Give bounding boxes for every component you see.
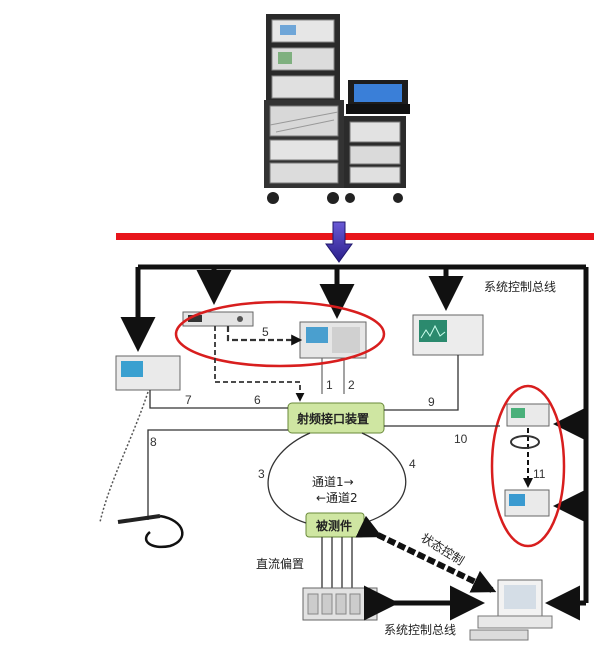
rf-interface-box	[287, 402, 385, 434]
cable-loop-icon	[510, 435, 540, 449]
rf-interface-label: 射频接口装置	[296, 411, 369, 426]
link-label-7: 7	[185, 393, 192, 407]
channel-2-label: ←通道2	[316, 491, 358, 505]
dc-bias-label: 直流偏置	[256, 556, 304, 571]
status-control-label: 状态控制	[418, 531, 466, 568]
channel-1-label: 通道1→	[312, 475, 354, 489]
network-analyzer-instrument-icon	[506, 403, 550, 427]
link-label-11: 11	[533, 467, 546, 481]
system-bus-label-top: 系统控制总线	[484, 280, 556, 294]
link-label-6: 6	[254, 393, 261, 407]
calibration-instrument-icon	[504, 489, 550, 517]
highlight-oval-calibration	[490, 384, 566, 548]
status-control-arrow	[355, 515, 497, 593]
spectrum-analyzer-center-instrument-icon	[299, 321, 367, 394]
computer-icon	[469, 579, 553, 641]
power-meter-instrument-icon	[115, 355, 181, 391]
link-label-8: 8	[150, 435, 157, 449]
system-control-bus	[120, 264, 589, 621]
dc-bias-supply-icon	[302, 587, 378, 621]
down-arrow-icon	[325, 221, 353, 263]
rf-connections	[147, 326, 500, 588]
link-label-1: 1	[326, 378, 333, 392]
system-bus-label-bottom: 系统控制总线	[384, 623, 456, 637]
link-label-9: 9	[428, 395, 435, 409]
rf-bus-bar	[116, 233, 594, 240]
test-system-rack-icon	[264, 14, 410, 204]
spectrum-analyzer-right-instrument-icon	[412, 314, 484, 356]
dut-label: 被测件	[316, 518, 352, 533]
signal-generator-instrument-icon	[182, 311, 254, 327]
link-label-2: 2	[348, 378, 355, 392]
rf-probe-cable-icon	[99, 391, 184, 549]
link-label-3: 3	[258, 467, 265, 481]
link-label-4: 4	[409, 457, 416, 471]
highlight-oval-sources	[174, 300, 386, 368]
link-label-5: 5	[262, 325, 269, 339]
link-label-10: 10	[454, 432, 468, 446]
